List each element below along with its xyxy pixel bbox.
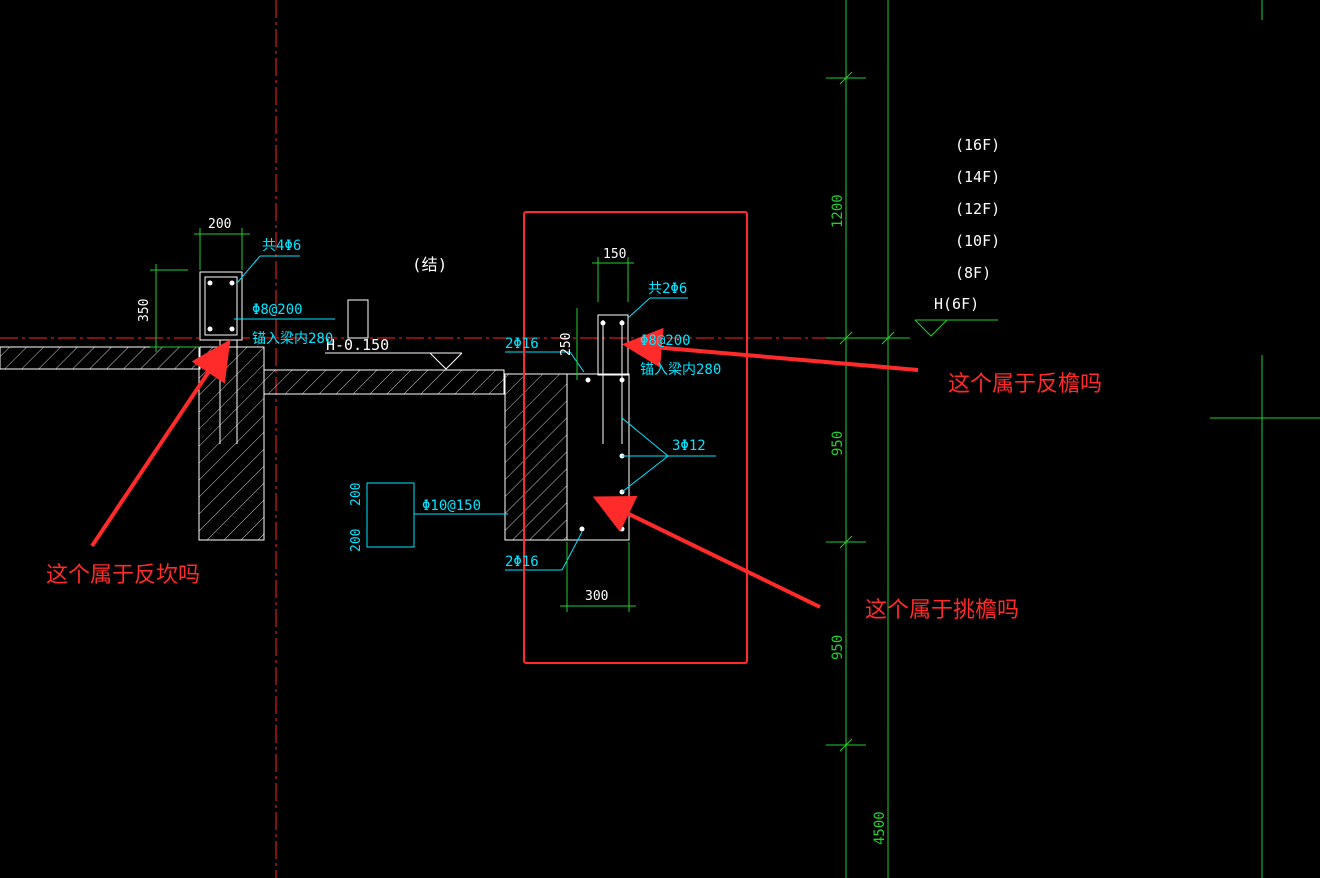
right-side-bars-text: 3Φ12 — [672, 438, 706, 454]
leader-lines — [234, 255, 716, 571]
left-curb-body — [198, 346, 265, 541]
right-rebar-dot-7 — [579, 526, 585, 532]
right-rebar-dot-1 — [600, 320, 606, 326]
axis-lines — [0, 0, 900, 878]
annotation-arrows — [90, 327, 919, 609]
dim-slash-338b — [881, 331, 895, 345]
arrow-tiao-yan — [592, 496, 821, 609]
left-width-dim-text: 200 — [208, 217, 231, 232]
left-rebar-dot-4 — [229, 326, 235, 332]
annotation-fan-yan: 这个属于反檐吗 — [948, 372, 1102, 397]
left-curb-top — [199, 271, 243, 341]
floor-label: (12F) — [955, 200, 1000, 218]
dim-slash-338 — [839, 331, 853, 345]
slab-dim-bottom: 200 — [349, 529, 364, 552]
left-rebar-spacing-text: Φ8@200 — [252, 302, 303, 318]
right-top-bars-text: 2Φ16 — [505, 336, 539, 352]
level-triangle — [429, 352, 463, 370]
arrow-fan-kan — [90, 339, 231, 548]
leader-left-stirrup — [236, 255, 261, 284]
dim-slash-745 — [839, 738, 853, 752]
right-top-width-dim-text: 150 — [603, 247, 626, 262]
dim-slash-542 — [839, 535, 853, 549]
vertical-dim-text: 950 — [830, 431, 846, 456]
detail-dimensions — [150, 228, 636, 612]
right-rebar-spacing-text: Φ8@200 — [640, 333, 691, 349]
slab-middle-segment — [263, 369, 505, 395]
floor-labels: (16F) (14F) (12F) (10F) (8F) H(6F) — [934, 136, 1000, 313]
slab-left-segment — [0, 346, 201, 370]
right-rebar-dot-3 — [585, 377, 591, 383]
annotation-tiao-yan: 这个属于挑檐吗 — [865, 598, 1019, 623]
right-anchor-note: 锚入梁内280 — [640, 362, 721, 378]
leader-side-bars-1 — [621, 417, 669, 457]
slab-rebar-text: Φ10@150 — [422, 498, 481, 514]
floor-label: (8F) — [955, 264, 991, 282]
right-rebar-dot-8 — [619, 526, 625, 532]
right-rebar-dot-4 — [619, 377, 625, 383]
level-marker-triangle — [914, 319, 948, 337]
level-mark-text: H-0.150 — [326, 336, 389, 354]
leader-right-stirrup — [627, 297, 651, 319]
right-bottom-width-dim-text: 300 — [585, 589, 608, 604]
small-column-mark — [347, 299, 369, 339]
slab-dim-top: 200 — [349, 483, 364, 506]
floor-label: (10F) — [955, 232, 1000, 250]
left-anchor-note: 锚入梁内280 — [252, 331, 333, 347]
highlight-box — [523, 211, 748, 664]
floor-label: (14F) — [955, 168, 1000, 186]
left-rebar-dot-3 — [207, 326, 213, 332]
structure-mark: (结) — [412, 255, 447, 274]
dim-slash-78 — [839, 71, 853, 85]
left-stirrups-text: 共4Φ6 — [262, 238, 301, 254]
right-rebar-dot-2 — [619, 320, 625, 326]
left-curb-stirrup — [204, 276, 238, 336]
arrow-fan-yan — [622, 327, 919, 372]
right-beam-core — [566, 373, 630, 541]
right-height-dim-text: 250 — [559, 333, 574, 356]
vertical-dim-text: 1200 — [830, 194, 846, 228]
right-beam-body — [504, 373, 568, 541]
leader-bottom-bars-d — [561, 531, 583, 571]
left-height-dim-text: 350 — [137, 299, 152, 322]
slab-rebar-box — [366, 482, 415, 548]
floor-label: (16F) — [955, 136, 1000, 154]
annotation-fan-kan: 这个属于反坎吗 — [46, 563, 200, 588]
right-bottom-bars-text: 2Φ16 — [505, 554, 539, 570]
dimension-lines — [826, 0, 1320, 878]
right-stirrups-text: 共2Φ6 — [648, 281, 687, 297]
left-rebar-dot-2 — [229, 280, 235, 286]
leader-side-bars-3 — [621, 455, 669, 493]
floor-label: H(6F) — [934, 295, 979, 313]
vertical-dim-text: 4500 — [872, 811, 888, 845]
vertical-dim-text: 950 — [830, 635, 846, 660]
left-rebar-dot-1 — [207, 280, 213, 286]
right-beam-outline — [504, 373, 630, 541]
